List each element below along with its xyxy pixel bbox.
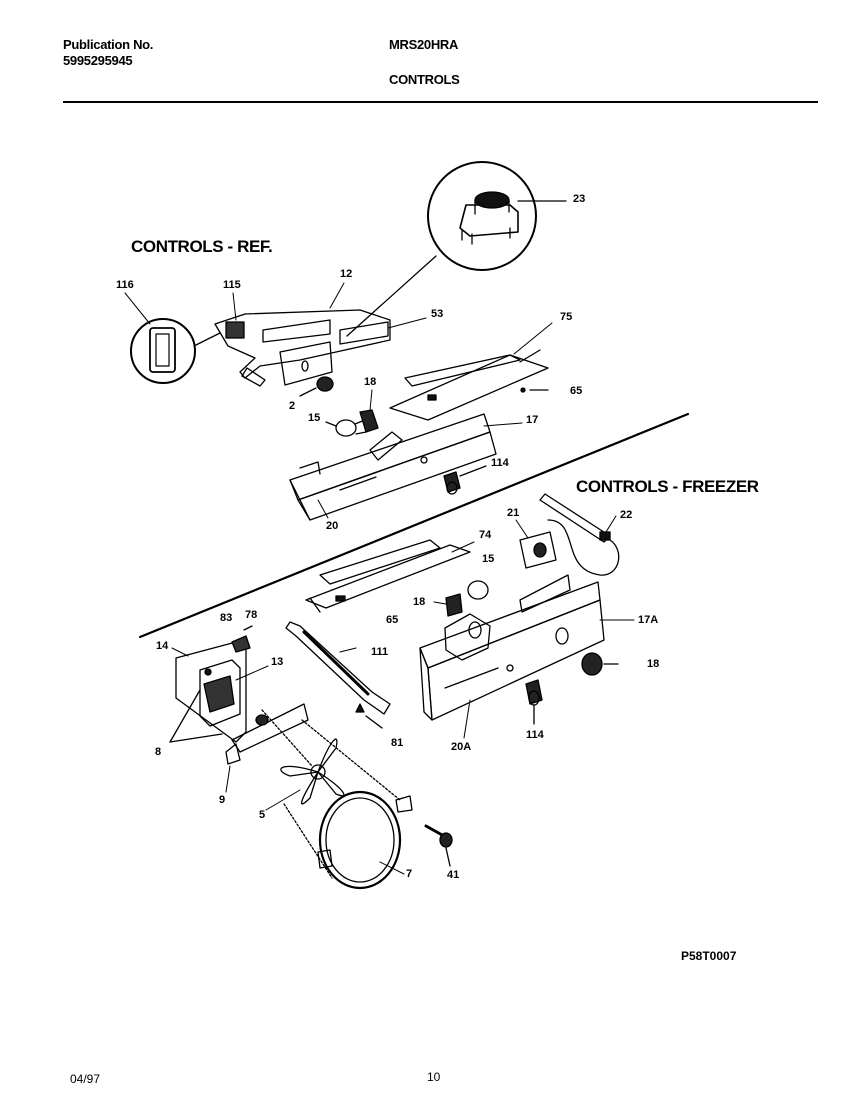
freezer-thermostat [519,493,620,576]
freezer-knob [581,652,619,676]
part-label: 114 [526,729,544,741]
part-label: 15 [308,412,321,424]
part-label: 65 [386,614,399,626]
ref-knob [299,376,334,397]
part-label: 18 [647,658,660,670]
part-label: 5 [259,809,266,821]
freezer-light-shield [305,539,471,613]
publication-label: Publication No. [63,37,154,52]
part-label: 18 [413,596,426,608]
ref-control-box [289,413,497,521]
part-label: 12 [340,268,353,280]
freezer-small-bulb [525,679,543,725]
part-label: 7 [406,868,413,880]
part-label: 2 [289,400,296,412]
part-label: 65 [570,385,583,397]
screw-81 [355,703,383,729]
part-label: 20A [451,741,472,753]
part-label: 23 [573,193,586,205]
section-title: CONTROLS [389,72,460,87]
wire-harness [285,621,391,715]
part-label: 20 [326,520,339,532]
part-label: 74 [479,529,492,541]
timer-detail-circle [346,161,567,337]
header-rule [63,101,818,103]
section-title-ref: CONTROLS - REF. [131,237,273,256]
freezer-control-box [419,574,605,721]
ref-control-housing [214,309,391,387]
part-label: 114 [491,457,509,469]
page-number: 10 [427,1070,441,1084]
part-label: 75 [560,311,573,323]
model-number: MRS20HRA [389,37,459,52]
drawing-code: P58T0007 [681,949,737,963]
ref-small-bulb [443,465,487,495]
part-label: 15 [482,553,495,565]
fan-blade [261,709,345,805]
part-label: 14 [156,640,169,652]
part-label: 9 [219,794,226,806]
part-label: 115 [223,279,241,291]
part-label: 53 [431,308,444,320]
section-title-freezer: CONTROLS - FREEZER [576,477,759,496]
part-label: 111 [371,646,389,658]
screw-41 [424,824,453,867]
clip-83-78 [231,625,253,653]
leader-lines [124,282,635,875]
freezer-light-bulb-socket [445,580,489,617]
revision-date: 04/97 [70,1072,101,1086]
part-label: 22 [620,509,633,521]
fan-motor-bracket [169,641,309,765]
part-label: 81 [391,737,404,749]
part-label: 8 [155,746,162,758]
fan-shroud-ring [283,719,413,890]
part-label: 17 [526,414,539,426]
ref-light-shield [389,349,549,421]
part-label: 116 [116,279,134,291]
part-label: 17A [638,614,659,626]
divider-line [138,412,690,639]
ref-light-bulb-socket [325,409,379,437]
part-label: 18 [364,376,377,388]
part-label: 78 [245,609,258,621]
light-switch-detail-circle [130,318,221,384]
part-label: 41 [447,869,460,881]
part-label: 83 [220,612,233,624]
part-label: 21 [507,507,520,519]
publication-number: 5995295945 [63,53,133,68]
part-label: 13 [271,656,284,668]
